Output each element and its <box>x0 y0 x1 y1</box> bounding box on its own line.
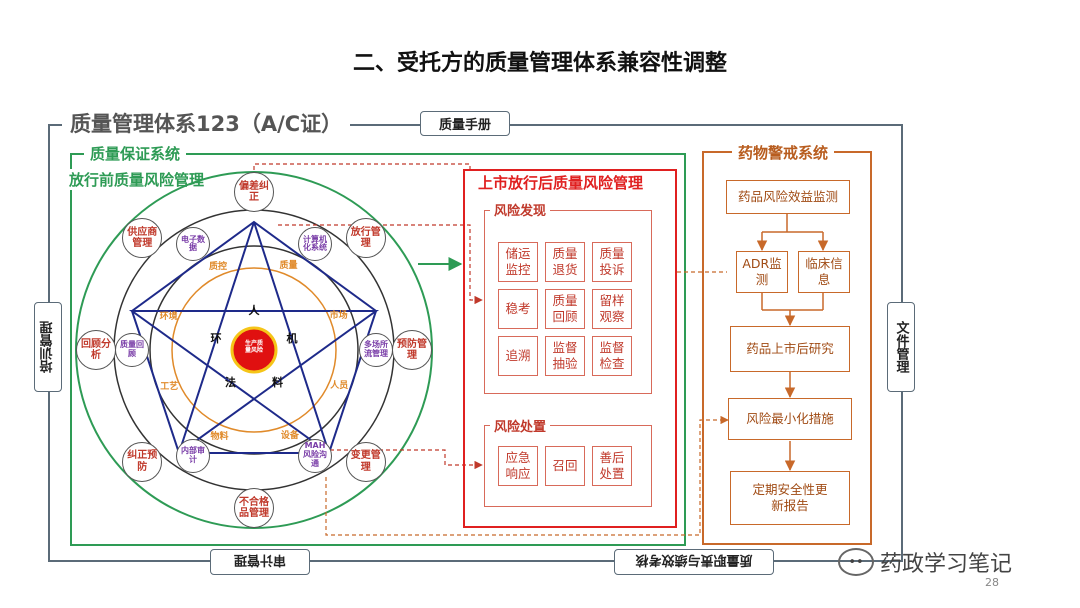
outer-node-2: 预防管理 <box>392 330 432 370</box>
pv-minimize-box: 风险最小化措施 <box>728 398 852 440</box>
qa-system-frame <box>70 153 686 546</box>
risk-feedback-arrow <box>325 415 729 536</box>
orange-ring-label-7: 质控 <box>209 261 228 272</box>
star-label-3: 法 <box>224 376 236 390</box>
outer-node-0: 偏差纠正 <box>234 172 274 212</box>
outer-node-5: 纠正预防 <box>122 441 163 482</box>
orange-ring-label-4: 物料 <box>210 431 229 442</box>
center-core <box>230 326 278 374</box>
risk-handling-cell-1: 召回 <box>545 446 585 486</box>
inner-node-4: 内部审计 <box>176 438 210 473</box>
watermark-text: 药政学习笔记 <box>880 552 1013 577</box>
outer-node-4: 不合格品管理 <box>234 488 274 528</box>
pv-benefit-box: 药品风险效益监测 <box>726 180 850 214</box>
risk-discovery-cell-4: 质量回顾 <box>545 289 585 329</box>
risk-discovery-cell-5: 留样观察 <box>592 289 632 329</box>
wechat-icon: •• <box>838 548 874 576</box>
risk-handling-cell-0: 应急响应 <box>498 446 538 486</box>
risk-discovery-frame <box>484 210 652 394</box>
risk-discovery-cell-6: 追溯 <box>498 336 538 376</box>
risk-discovery-cell-3: 稳考 <box>498 289 538 329</box>
page-title: 二、受托方的质量管理体系兼容性调整 <box>352 51 727 76</box>
documents-tag: 文件管理 <box>887 302 915 392</box>
post-market-frame <box>463 169 677 528</box>
watermark: •• 药政学习笔记 <box>838 546 1012 578</box>
pv-system-title: 药物警戒系统 <box>732 142 835 163</box>
pv-clinical-box: 临床信息 <box>798 251 850 293</box>
pv-psur-box: 定期安全性更新报告 <box>730 471 850 525</box>
risk-discovery-cell-2: 质量投诉 <box>592 242 632 282</box>
orange-ring-label-3: 设备 <box>280 431 299 442</box>
inner-node-5: 质量回顾 <box>115 333 149 367</box>
inner-node-3: MAH风险沟通 <box>298 438 332 473</box>
risk-discovery-cell-0: 储运监控 <box>498 242 538 282</box>
pv-post-study-box: 药品上市后研究 <box>730 326 850 372</box>
star-label-4: 环 <box>210 331 222 345</box>
risk-handling-frame <box>484 425 652 507</box>
orange-ring-label-5: 工艺 <box>160 382 179 393</box>
risk-handling-title: 风险处置 <box>490 416 551 435</box>
outer-node-1: 放行管理 <box>345 218 386 259</box>
orange-ring <box>171 267 337 433</box>
system-title: 质量管理体系123（A/C证） <box>62 108 351 138</box>
orange-ring-label-0: 质量 <box>279 261 298 272</box>
inner-node-0: 电子数据 <box>176 227 210 262</box>
page-number: 28 <box>985 576 999 589</box>
star-lines <box>128 221 380 456</box>
post-market-title: 上市放行后质量风险管理 <box>474 172 648 193</box>
outer-node-6: 回顾分析 <box>76 330 116 370</box>
deviation-arrow <box>278 224 483 305</box>
center-label: 生产质量风险 <box>244 340 263 354</box>
orange-ring-label-2: 人员 <box>330 380 349 391</box>
qa-system-subtitle: 放行前质量风险管理 <box>65 169 209 190</box>
inner-node-1: 计算机化系统 <box>298 227 332 262</box>
risk-handling-cell-2: 善后处置 <box>592 446 632 486</box>
risk-discovery-title: 风险发现 <box>490 200 551 219</box>
quality-manual-tag: 质量手册 <box>420 111 510 136</box>
pv-adr-box: ADR监测 <box>736 251 788 293</box>
outer-node-3: 变更管理 <box>345 441 386 482</box>
star-pentagon <box>130 220 378 454</box>
outer-node-7: 供应商管理 <box>122 218 163 259</box>
qa-system-title: 质量保证系统 <box>84 143 187 164</box>
star-label-0: 人 <box>248 304 260 317</box>
star-label-1: 机 <box>286 331 298 345</box>
orange-ring-label-1: 市场 <box>329 310 348 321</box>
risk-discovery-cell-1: 质量退货 <box>545 242 585 282</box>
risk-discovery-cell-8: 监督检查 <box>592 336 632 376</box>
orange-ring-label-6: 环境 <box>159 312 178 323</box>
star-label-2: 料 <box>272 376 283 390</box>
top-link <box>253 163 471 198</box>
inner-node-2: 多场所流管理 <box>359 333 393 367</box>
risk-discovery-cell-7: 监督抽验 <box>545 336 585 376</box>
